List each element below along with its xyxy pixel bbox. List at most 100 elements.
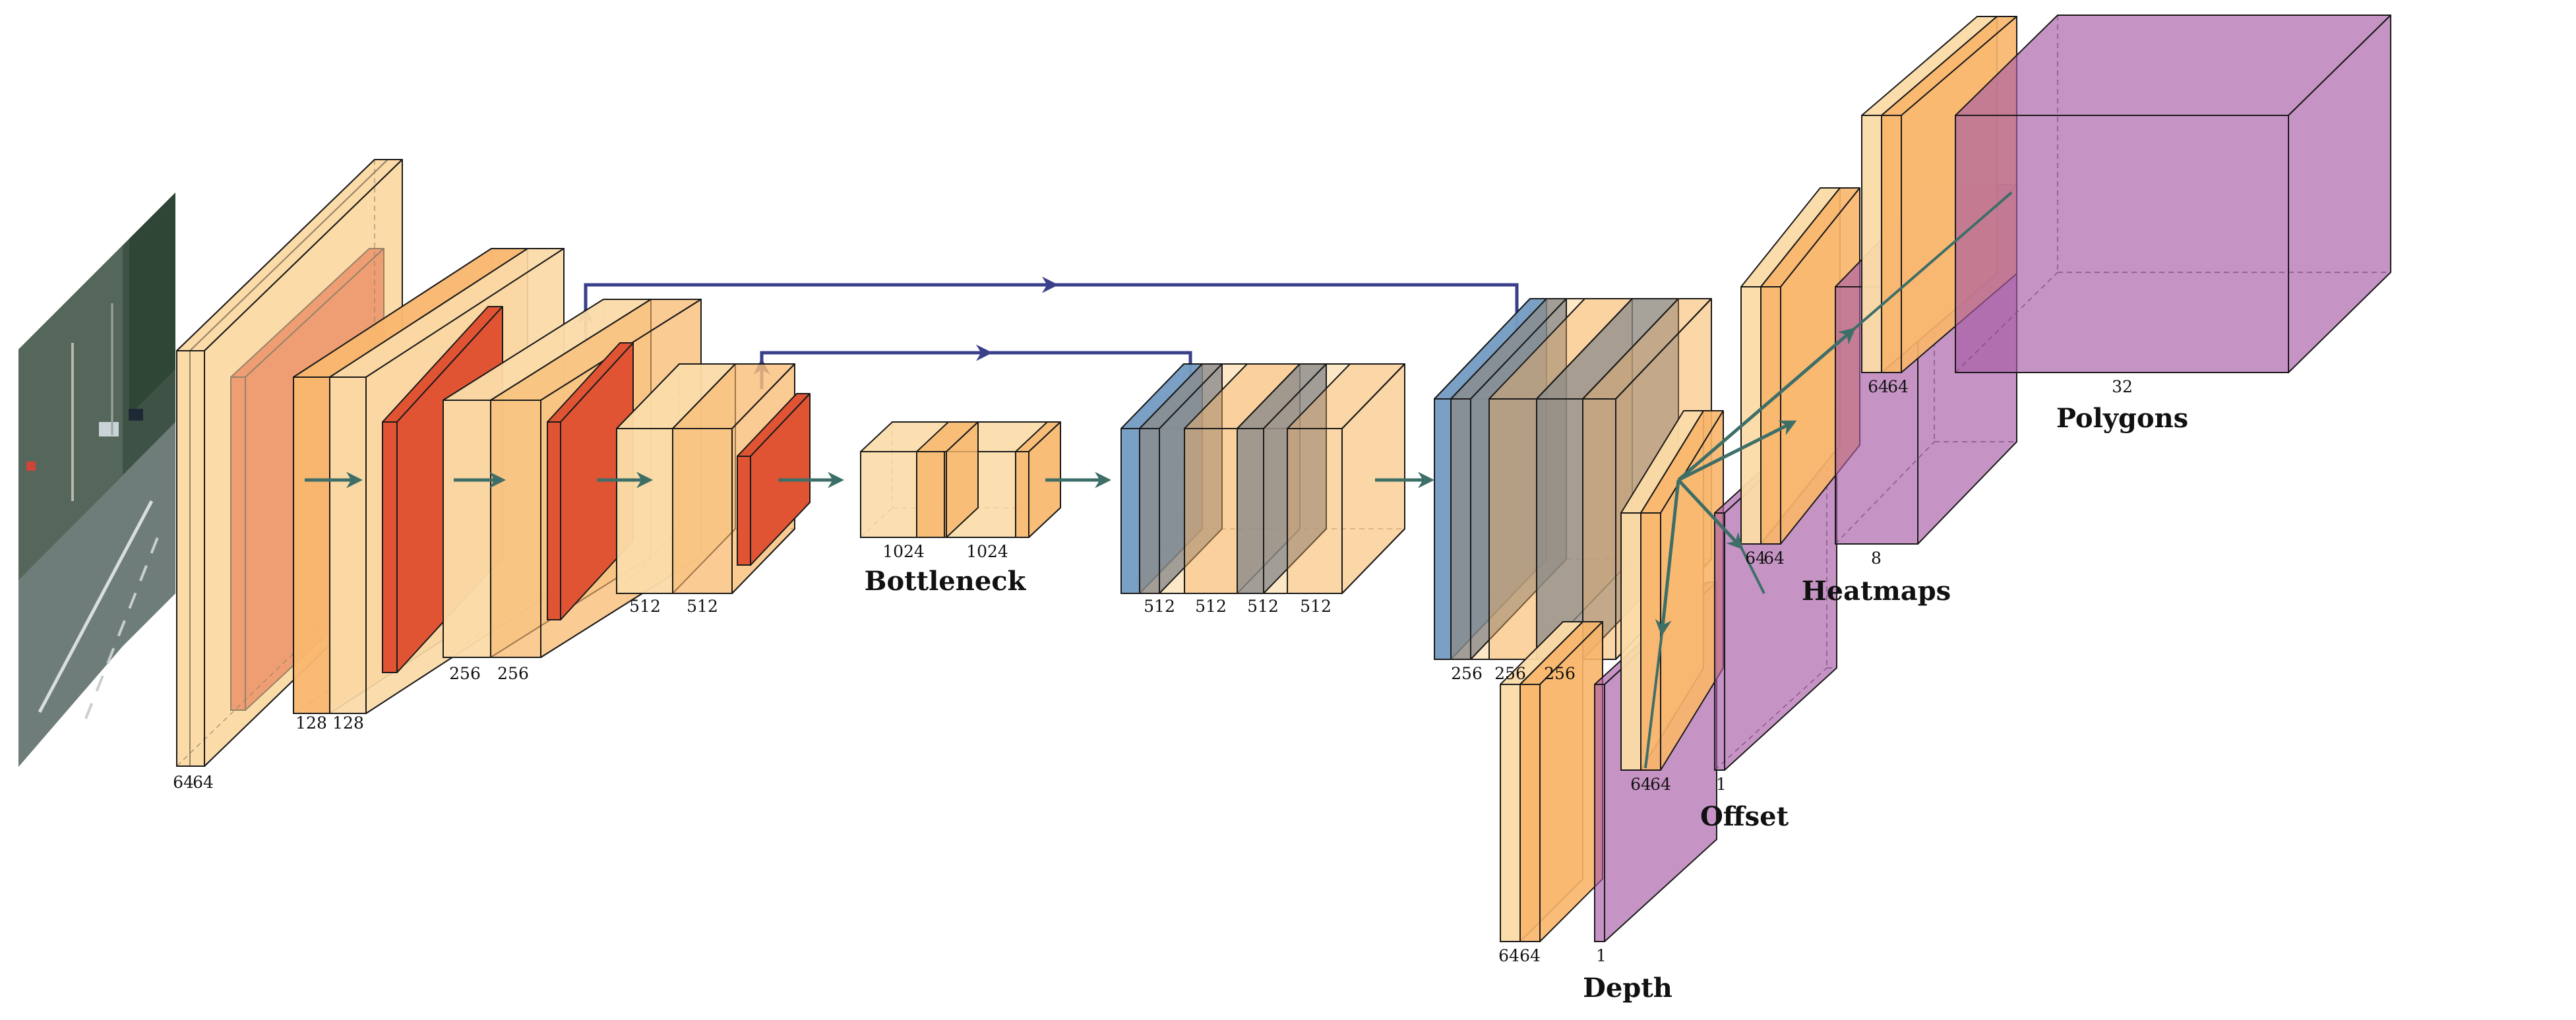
depth-out-label: 1	[1596, 946, 1607, 965]
concat-slab-front	[1536, 398, 1583, 660]
dec1-label-d: 512	[1300, 597, 1332, 616]
heatmap-conv-front	[1740, 286, 1762, 545]
conv-slab-front	[490, 400, 541, 658]
depth-label-b: 64	[1519, 946, 1541, 965]
offset-output-front	[1714, 512, 1725, 771]
offset-conv	[1640, 410, 1724, 771]
input-image	[18, 193, 175, 767]
heatmap-title: Heatmaps	[1802, 576, 1951, 607]
concat-slab-front	[1237, 428, 1264, 594]
offset-label-a: 64	[1630, 775, 1651, 794]
input-image-buildings	[18, 245, 123, 580]
input-image-car	[99, 422, 119, 436]
input-image-lane	[38, 500, 154, 713]
enc2-label-a: 128	[295, 713, 327, 733]
bottleneck-band	[1015, 421, 1061, 538]
conv-slab-front	[672, 428, 733, 594]
input-image-sign	[26, 462, 36, 471]
skip-connection-enc3-dec2	[584, 283, 1519, 346]
concat-slab-front	[1139, 428, 1160, 594]
input-image-trees	[129, 193, 175, 415]
bottleneck-band	[916, 421, 979, 538]
conv-slab-front	[1582, 398, 1616, 660]
concat-slab	[1139, 363, 1223, 594]
depth-output-front	[1594, 684, 1605, 942]
unpool-slab-front	[1120, 428, 1140, 594]
enc1-label-b: 64	[193, 773, 214, 792]
depth-title: Depth	[1583, 973, 1672, 1004]
flow-line-offset-tail	[1740, 547, 1765, 594]
bottleneck-label-b: 1024	[966, 542, 1008, 561]
concat-slab-front	[1450, 398, 1471, 660]
depth-conv-front	[1519, 684, 1541, 942]
enc3-label-b: 256	[497, 664, 529, 683]
polygon-conv-front	[1861, 115, 1882, 373]
polygon-conv-front	[1881, 115, 1902, 373]
offset-title: Offset	[1700, 801, 1789, 832]
dec2-label-a: 256	[1451, 664, 1483, 683]
dec1-label-a: 512	[1144, 597, 1175, 616]
pool-slab-front	[547, 421, 561, 620]
bottleneck-band-front	[916, 451, 947, 538]
unpool-slab-front	[1434, 398, 1452, 660]
depth-conv-front	[1500, 684, 1521, 942]
polygon-label-a: 64	[1868, 377, 1889, 396]
pool-slab-front	[382, 421, 398, 673]
conv-slab-front	[329, 376, 367, 714]
heatmap-label-b: 64	[1763, 549, 1785, 568]
conv-slab-front	[1488, 398, 1537, 660]
bottleneck-block	[860, 421, 1061, 538]
flow-arrow-to-offset	[1677, 479, 1744, 550]
dec2-label-b: 256	[1494, 664, 1526, 683]
conv-slab-front	[1184, 428, 1238, 594]
input-image-car	[129, 409, 143, 421]
enc4-label-b: 512	[687, 597, 718, 616]
polygon-output	[1955, 15, 2391, 373]
conv-shell-front	[176, 350, 205, 767]
enc2-label-b: 128	[332, 713, 364, 733]
polygon-title: Polygons	[2056, 403, 2188, 434]
bottleneck-title: Bottleneck	[865, 566, 1027, 597]
flow-arrow-to-heatmaps	[1677, 420, 1797, 482]
depth-conv	[1519, 621, 1603, 942]
input-image-lane	[84, 527, 163, 719]
heatmap-label-a: 64	[1745, 549, 1766, 568]
decoder-block-1	[1120, 363, 1405, 594]
polygon-label-b: 64	[1887, 377, 1909, 396]
heatmap-out-label: 8	[1871, 549, 1882, 568]
heatmap-conv-front	[1760, 286, 1781, 545]
dec2-label-c: 256	[1544, 664, 1576, 683]
flow-arrow-to-polygons	[1677, 327, 1856, 481]
flow-arrow-to-depth	[1655, 479, 1680, 636]
dec1-label-b: 512	[1195, 597, 1227, 616]
pool-slab	[737, 393, 811, 566]
conv-slab-front	[616, 428, 673, 594]
head-polygons	[1861, 15, 2391, 373]
network-blocks	[176, 15, 2391, 942]
depth-label-a: 64	[1498, 946, 1519, 965]
encoder-block-4	[616, 363, 811, 594]
bottleneck-band-front	[1015, 451, 1029, 538]
skip-connection-enc4-dec1	[760, 351, 1192, 389]
data-flow-arrows	[305, 191, 2013, 769]
conv-slab-front	[1287, 428, 1343, 594]
conv-slab-front	[443, 400, 491, 658]
concat-slab	[1237, 363, 1327, 594]
offset-out-label: 1	[1716, 775, 1727, 794]
polygon-out-label: 32	[2112, 377, 2133, 396]
flow-line-depth-tail	[1644, 632, 1663, 769]
bottleneck-label-a: 1024	[882, 542, 925, 561]
pool-slab-front	[737, 456, 751, 566]
offset-label-b: 64	[1650, 775, 1671, 794]
enc1-label-a: 64	[173, 773, 194, 792]
enc4-label-a: 512	[629, 597, 661, 616]
conv-slab-front	[293, 376, 330, 714]
polygon-output-front	[1955, 115, 2289, 373]
offset-conv-front	[1620, 512, 1641, 771]
dec1-label-c: 512	[1247, 597, 1279, 616]
conv-slab	[1287, 363, 1405, 594]
enc3-label-a: 256	[449, 664, 481, 683]
flow-line-polygon-tail	[1852, 191, 2013, 331]
